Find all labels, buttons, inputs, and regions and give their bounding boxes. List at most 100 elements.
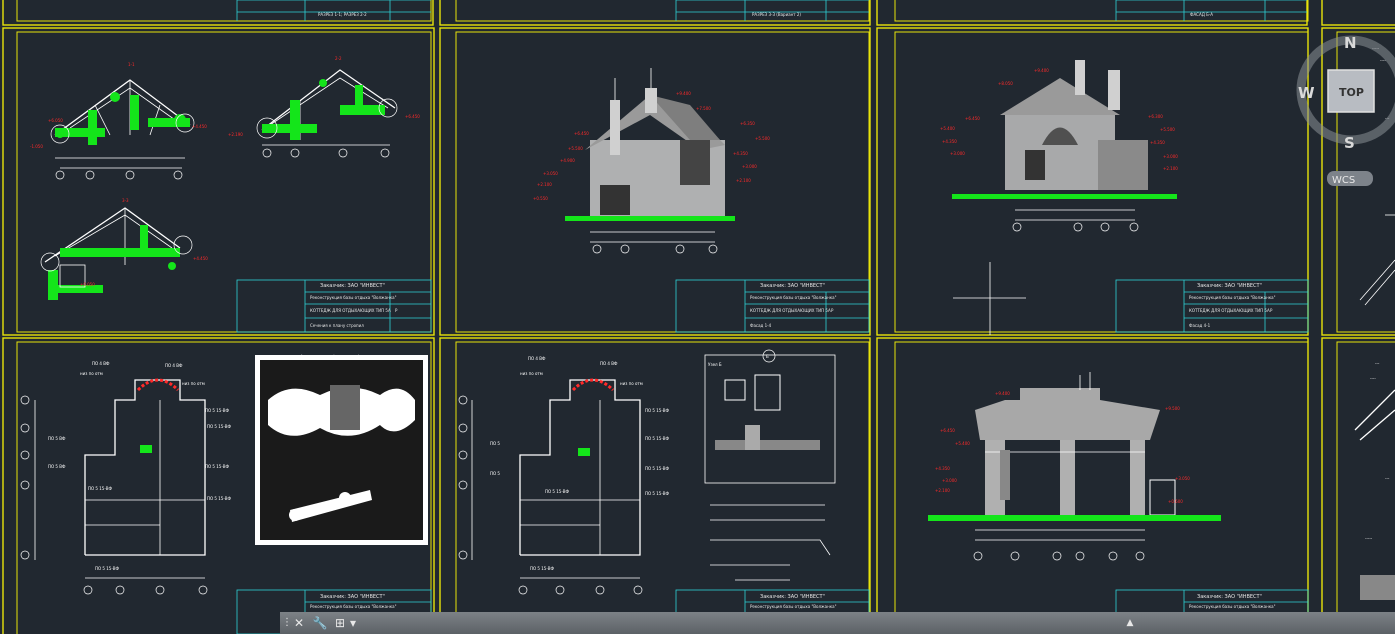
section-1-1-label: 1-1 <box>128 62 135 67</box>
section-3-3-label: 3-3 <box>122 198 129 203</box>
sheet-top-2: РАЗРЕЗ 3-3 (Вариант 2) <box>439 0 871 26</box>
svg-text:+0.550: +0.550 <box>533 196 548 201</box>
sheet1-object: КОТТЕДЖ ДЛЯ ОТДЫХАЮЩИХ ТИП 5А <box>310 308 391 313</box>
svg-text:+9.400: +9.400 <box>995 391 1010 396</box>
compass-north[interactable]: N <box>1344 34 1357 52</box>
svg-text:+5.400: +5.400 <box>940 126 955 131</box>
sheet-top-3: ФАСАД Б-А <box>876 0 1309 26</box>
svg-text:ПО 5 ВФ: ПО 5 ВФ <box>48 436 66 441</box>
grip-icon[interactable]: ⋮ <box>282 617 292 628</box>
svg-text:+9.400: +9.400 <box>1034 68 1049 73</box>
svg-text:ПО 5 15-ВФ: ПО 5 15-ВФ <box>545 489 570 494</box>
svg-text:+5.400: +5.400 <box>955 441 970 446</box>
svg-text:ПО 5 15-ВФ: ПО 5 15-ВФ <box>205 408 230 413</box>
sheet2-project: Реконструкция базы отдыха "Волжанка" <box>750 295 837 300</box>
sheet1-company: Заказчик: ЗАО "ИНВЕСТ" <box>320 283 385 289</box>
svg-text:ПО 4 ВФ: ПО 4 ВФ <box>528 356 546 361</box>
sheet2-title: Фасад 1-4 <box>750 323 772 328</box>
svg-text:-----: ----- <box>1365 536 1373 541</box>
sheet3-project: Реконструкция базы отдыха "Волжанка" <box>1189 295 1276 300</box>
svg-text:+6.450: +6.450 <box>965 116 980 121</box>
compass-west[interactable]: W <box>1298 84 1315 102</box>
svg-text:+4.350: +4.350 <box>1150 140 1165 145</box>
svg-text:ПО 5 15-ВФ: ПО 5 15-ВФ <box>645 491 670 496</box>
svg-text:+0.050: +0.050 <box>80 282 95 287</box>
svg-text:+3.050: +3.050 <box>1175 476 1190 481</box>
sheet6-project: Реконструкция базы отдыха "Волжанка" <box>1189 604 1276 609</box>
svg-text:+9.500: +9.500 <box>1165 406 1180 411</box>
svg-text:ПО 5 15-ВФ: ПО 5 15-ВФ <box>530 566 555 571</box>
svg-text:ПО 4 ВФ: ПО 4 ВФ <box>165 363 183 368</box>
wcs-menu-button[interactable] <box>1327 171 1373 186</box>
svg-text:ПО 5 15-ВФ: ПО 5 15-ВФ <box>205 464 230 469</box>
svg-text:+5.500: +5.500 <box>1160 127 1175 132</box>
compass-south[interactable]: S <box>1344 134 1355 152</box>
svg-text:ПО 5 15-ВФ: ПО 5 15-ВФ <box>645 408 670 413</box>
truss-fragment-title: Фрагмент узла (вид сверху) <box>300 354 360 359</box>
svg-text:----: ---- <box>1380 58 1386 63</box>
svg-text:низ по отм: низ по отм <box>620 381 643 386</box>
svg-text:ПО 5 15-ВФ: ПО 5 15-ВФ <box>207 424 232 429</box>
svg-text:низ по отм: низ по отм <box>520 371 543 376</box>
sheet-top-1-title: РАЗРЕЗ 1-1; РАЗРЕЗ 2-2 <box>318 12 367 17</box>
svg-text:ПО 4 ВФ: ПО 4 ВФ <box>600 361 618 366</box>
svg-text:+3.000: +3.000 <box>942 478 957 483</box>
svg-text:---: --- <box>1375 361 1380 366</box>
svg-text:ПО 4 ВФ: ПО 4 ВФ <box>92 361 110 366</box>
svg-text:-1.050: -1.050 <box>30 144 43 149</box>
svg-text:+5.500: +5.500 <box>755 136 770 141</box>
svg-text:+3.000: +3.000 <box>742 164 757 169</box>
wcs-label: WCS <box>1332 175 1355 186</box>
sheet4-project: Реконструкция базы отдыха "Волжанка" <box>310 604 397 609</box>
sheet-facade-4-1: +9.400 +8.050 +6.450 +5.400 +4.350 +3.00… <box>876 27 1309 336</box>
svg-text:ПО 5 15-ВФ: ПО 5 15-ВФ <box>645 466 670 471</box>
viewcube-top-face[interactable] <box>1327 69 1375 113</box>
section-2-2-label: 2-2 <box>335 56 342 61</box>
viewcube-face-label: TOP <box>1339 86 1364 99</box>
sheet-top-2-title: РАЗРЕЗ 3-3 (Вариант 2) <box>752 12 801 17</box>
svg-text:+6.350: +6.350 <box>740 121 755 126</box>
svg-text:+4.350: +4.350 <box>733 151 748 156</box>
viewcube[interactable]: N W S TOP WCS <box>1296 28 1395 188</box>
sheet1-project: Реконструкция базы отдыха "Волжанка" <box>310 295 397 300</box>
svg-text:ПО 5 15-ВФ: ПО 5 15-ВФ <box>88 486 113 491</box>
svg-text:+4.450: +4.450 <box>192 124 207 129</box>
svg-text:ПО 5: ПО 5 <box>490 471 500 476</box>
sheet3-stage: Р <box>1270 308 1273 313</box>
zoom-extents-icon[interactable]: ⊞ <box>334 616 346 630</box>
close-icon[interactable]: ✕ <box>293 616 305 630</box>
settings-icon[interactable]: 🔧 <box>312 616 328 630</box>
svg-text:+2.100: +2.100 <box>736 178 751 183</box>
svg-text:ПО 5: ПО 5 <box>490 441 500 446</box>
sheet4-company: Заказчик: ЗАО "ИНВЕСТ" <box>320 594 385 600</box>
svg-text:+0.600: +0.600 <box>1168 499 1183 504</box>
svg-text:+6.050: +6.050 <box>48 118 63 123</box>
svg-text:+4.450: +4.450 <box>193 256 208 261</box>
svg-text:низ по отм: низ по отм <box>182 381 205 386</box>
sheet2-company: Заказчик: ЗАО "ИНВЕСТ" <box>760 283 825 289</box>
svg-text:+2.190: +2.190 <box>228 132 243 137</box>
sheet3-title: Фасад 4-1 <box>1189 323 1211 328</box>
svg-text:+7.500: +7.500 <box>696 106 711 111</box>
dropdown-icon[interactable]: ▾ <box>349 616 357 630</box>
sheet-facade-1-4: +9.400 +7.500 +6.450 +5.500 +4.900 +3.05… <box>439 27 871 336</box>
svg-text:+2.100: +2.100 <box>935 488 950 493</box>
svg-text:низ по отм: низ по отм <box>80 371 103 376</box>
sheet-truss-sections: 1-1 -1.050 +6.050 +4.450 2-2 <box>2 27 435 336</box>
svg-text:+6.300: +6.300 <box>1148 114 1163 119</box>
svg-text:+9.400: +9.400 <box>676 91 691 96</box>
svg-text:+6.450: +6.450 <box>940 428 955 433</box>
sheet3-object: КОТТЕДЖ ДЛЯ ОТДЫХАЮЩИХ ТИП 5А <box>1189 308 1270 313</box>
sheet-top-3-title: ФАСАД Б-А <box>1190 12 1213 17</box>
sheet-facade-3: +9.400 +9.500 +6.450 +5.400 +4.350 +3.00… <box>876 337 1309 634</box>
svg-text:+2.100: +2.100 <box>537 182 552 187</box>
expand-up-icon[interactable]: ▲ <box>1126 618 1134 628</box>
svg-text:Б: Б <box>766 354 769 359</box>
sheet5-project: Реконструкция базы отдыха "Волжанка" <box>750 604 837 609</box>
sheet2-stage: Р <box>831 308 834 313</box>
svg-text:+8.050: +8.050 <box>998 81 1013 86</box>
svg-text:ПО 5 15-ВФ: ПО 5 15-ВФ <box>645 436 670 441</box>
svg-text:+6.450: +6.450 <box>574 131 589 136</box>
sheet1-title: Сечения к плану стропил <box>310 323 364 328</box>
